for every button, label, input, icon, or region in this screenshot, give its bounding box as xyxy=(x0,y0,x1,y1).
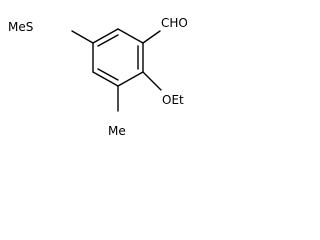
bond-to-ethoxy xyxy=(142,71,162,91)
methyl-label: Me xyxy=(108,124,126,138)
ring-double-bond-bottom-left xyxy=(97,68,119,81)
chemical-structure-diagram: MeS CHO OEt Me xyxy=(8,16,188,138)
benzene-ring xyxy=(92,28,144,87)
ring-bond-bottom-left xyxy=(92,71,119,87)
structure-canvas: MeS CHO OEt Me xyxy=(0,0,231,163)
aldehyde-label: CHO xyxy=(161,16,188,30)
bond-to-methylthio xyxy=(71,30,94,44)
ring-double-bond-top xyxy=(97,34,119,47)
ring-bond-bottom-right xyxy=(117,71,144,87)
ring-bond-top-left xyxy=(92,28,119,44)
ethoxy-label: OEt xyxy=(162,93,184,107)
ring-bond-top-right xyxy=(117,28,144,44)
atom-labels: MeS CHO OEt Me xyxy=(8,16,188,138)
bond-to-aldehyde xyxy=(142,30,161,44)
methylthio-label: MeS xyxy=(8,20,33,34)
substituent-bonds xyxy=(71,30,162,112)
